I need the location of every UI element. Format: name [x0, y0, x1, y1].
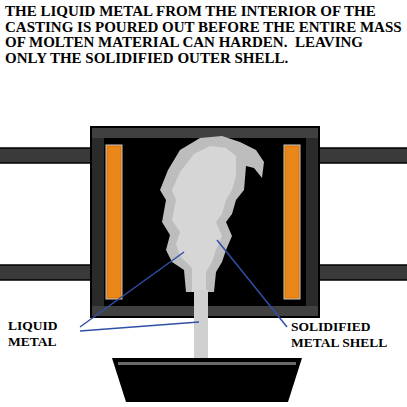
- leader-line: [80, 252, 184, 327]
- mold-top-plate: [92, 128, 318, 138]
- mold-body: [90, 126, 320, 318]
- heater-left-glow: [108, 147, 120, 297]
- part-label: LIQUID METAL: [8, 318, 84, 350]
- heater-right-glow: [286, 147, 298, 297]
- leader-line: [80, 322, 199, 331]
- ladle: [112, 358, 302, 402]
- ladle-rim: [118, 362, 296, 365]
- heater-right: [284, 145, 300, 299]
- mold-left-wall: [92, 138, 104, 306]
- caption-title: THE LIQUID METAL FROM THE INTERIOR OF TH…: [5, 4, 403, 66]
- heater-left: [106, 145, 122, 299]
- liquid-metal: [172, 146, 236, 292]
- mold-right-wall: [306, 138, 318, 306]
- leader-line: [217, 240, 287, 327]
- solidified-shell: [160, 136, 264, 292]
- pouring-stream: [194, 290, 208, 358]
- part-label: SOLIDIFIED METAL SHELL: [291, 319, 403, 351]
